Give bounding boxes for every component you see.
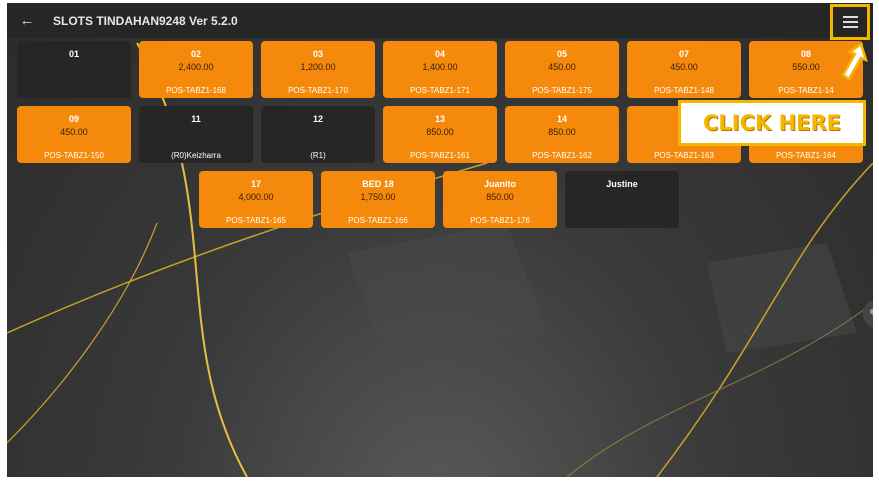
table-code: POS-TABZ1-164 <box>776 151 836 160</box>
table-code: POS-TABZ1-166 <box>348 216 408 225</box>
table-name: 09 <box>68 114 79 124</box>
table-amount: 1,750.00 <box>360 192 396 202</box>
table-amount: 850.00 <box>426 127 454 137</box>
table-code: POS-TABZ1-14 <box>778 86 834 95</box>
table-amount: 1,400.00 <box>422 62 458 72</box>
table-code: POS-TABZ1-161 <box>410 151 470 160</box>
table-name: 01 <box>68 49 79 59</box>
table-amount: 450.00 <box>60 127 88 137</box>
table-name: Justine <box>606 179 638 189</box>
table-amount: 450.00 <box>548 62 576 72</box>
table-amount: 850.00 <box>548 127 576 137</box>
table-code: POS-TABZ1-163 <box>654 151 714 160</box>
table-name: 02 <box>190 49 201 59</box>
table-code: POS-TABZ1-150 <box>44 151 104 160</box>
table-code: POS-TABZ1-148 <box>654 86 714 95</box>
table-name: Juanito <box>483 179 516 189</box>
table-amount: 850.00 <box>486 192 514 202</box>
table-name: 04 <box>434 49 445 59</box>
table-code: POS-TABZ1-171 <box>410 86 470 95</box>
table-name: 13 <box>434 114 445 124</box>
table-code: (R1) <box>310 151 326 160</box>
app-header: ← SLOTS TINDAHAN9248 Ver 5.2.0 <box>7 3 873 38</box>
table-name: 17 <box>250 179 261 189</box>
table-code: POS-TABZ1-165 <box>226 216 286 225</box>
table-name: 07 <box>678 49 689 59</box>
table-name: 05 <box>556 49 567 59</box>
background-decoration <box>7 42 873 477</box>
pencil-icon[interactable]: ✎ <box>863 299 873 329</box>
table-code: POS-TABZ1-175 <box>532 86 592 95</box>
table-amount: 450.00 <box>670 62 698 72</box>
table-code: POS-TABZ1-176 <box>470 216 530 225</box>
table-amount: 1,200.00 <box>300 62 336 72</box>
table-name: 11 <box>191 114 201 124</box>
table-name: 14 <box>556 114 567 124</box>
app-screen: ← SLOTS TINDAHAN9248 Ver 5.2.0 01 02 2,400… <box>7 3 873 477</box>
table-name: 03 <box>312 49 323 59</box>
table-name: BED 18 <box>362 179 394 189</box>
table-card[interactable]: 12 (R1) <box>261 106 375 163</box>
page-title: SLOTS TINDAHAN9248 Ver 5.2.0 <box>53 13 238 28</box>
table-code: POS-TABZ1-162 <box>532 151 592 160</box>
table-amount: 550.00 <box>792 62 820 72</box>
arrow-left-icon[interactable]: ← <box>19 12 35 29</box>
table-card[interactable]: 11 (R0)Keizharra <box>139 106 253 163</box>
hamburger-menu-icon[interactable] <box>830 4 870 40</box>
table-amount: 4,000.00 <box>238 192 274 202</box>
table-code: POS-TABZ1-168 <box>166 86 226 95</box>
arrow-up-right-icon <box>841 42 868 81</box>
table-code: (R0)Keizharra <box>171 151 221 160</box>
table-card[interactable]: Justine <box>565 171 679 228</box>
table-card[interactable]: 01 <box>17 41 131 98</box>
click-here-callout: CLICK HERE <box>678 100 866 146</box>
table-name: 08 <box>800 49 811 59</box>
table-name: 12 <box>312 114 323 124</box>
table-code: POS-TABZ1-170 <box>288 86 348 95</box>
table-amount: 2,400.00 <box>178 62 214 72</box>
